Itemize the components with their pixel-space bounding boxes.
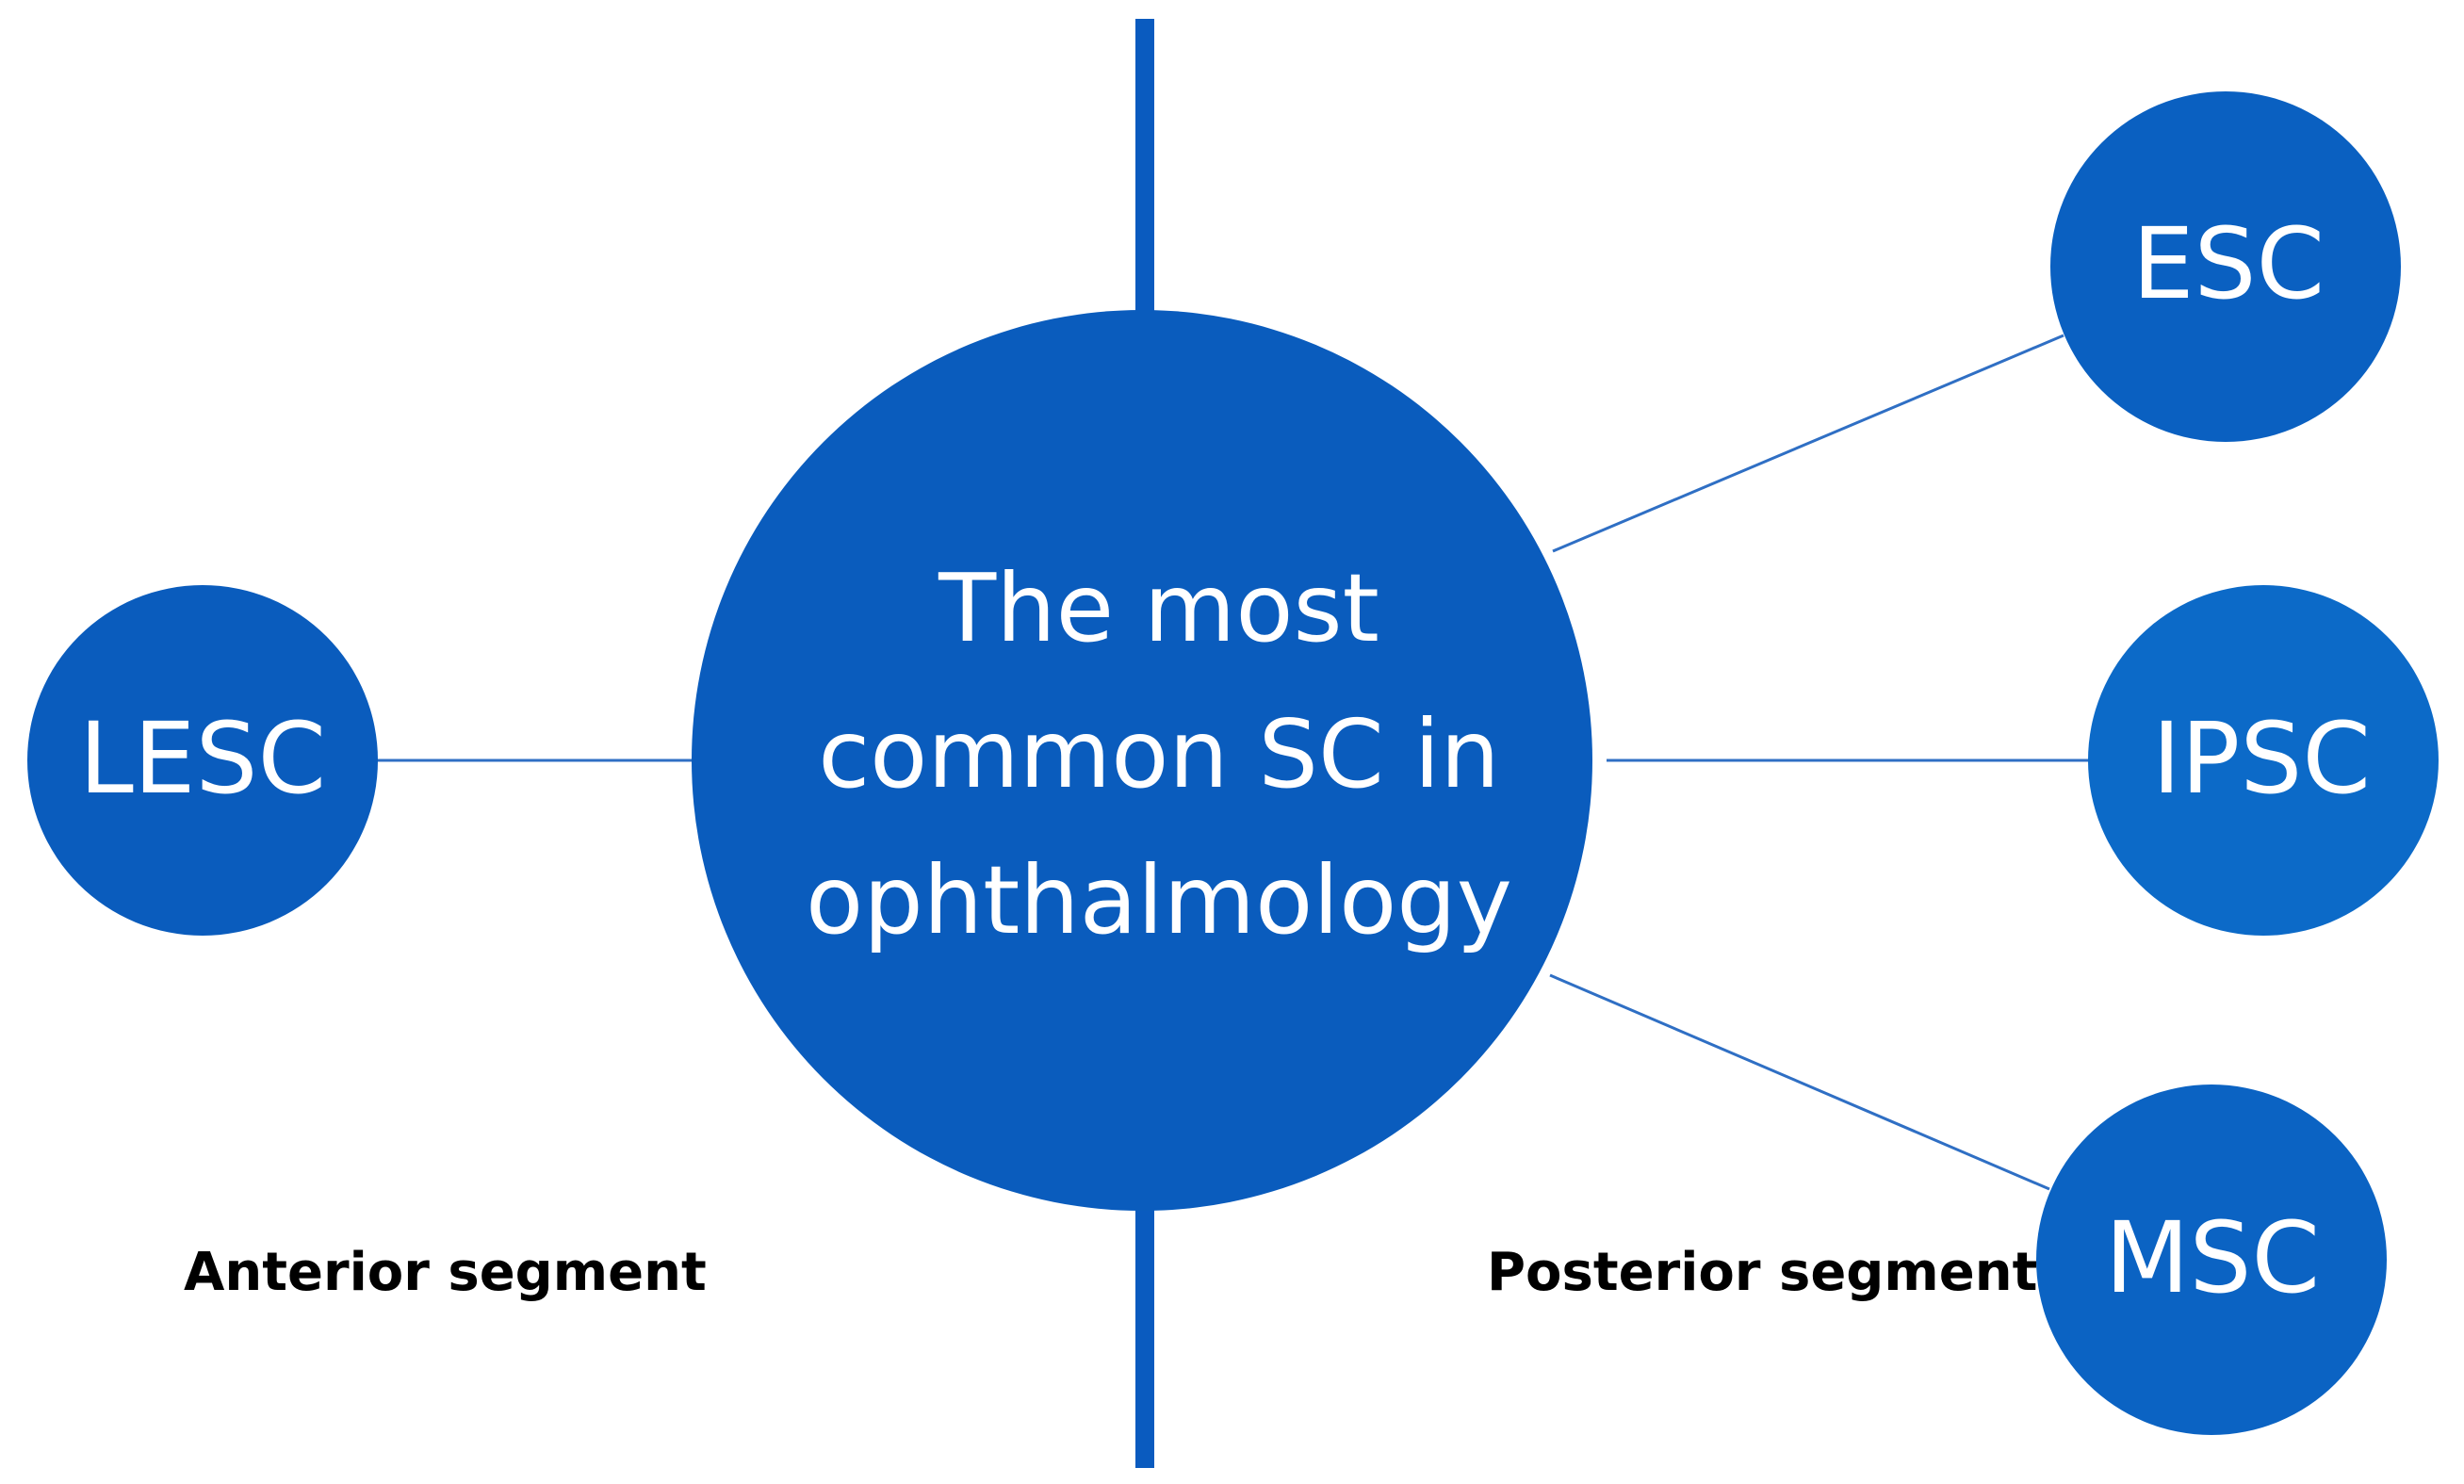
msc-node-label: MSC xyxy=(2104,1200,2321,1315)
lesc-node-label: LESC xyxy=(78,701,327,816)
esc-node-label: ESC xyxy=(2131,206,2325,321)
posterior-segment-label: Posterior segment xyxy=(1487,1241,2038,1303)
anterior-segment-label: Anterior segment xyxy=(184,1241,707,1303)
msc-node-circle xyxy=(2036,1084,2387,1435)
center-node-circle xyxy=(692,310,1592,1211)
divider-bottom xyxy=(1135,1187,1154,1468)
connector-esc xyxy=(1552,334,2064,553)
esc-node-circle xyxy=(2050,91,2401,442)
lesc-node-circle xyxy=(27,585,378,936)
center-node-label: The most common SC in ophthalmology xyxy=(806,552,1512,955)
connector-msc xyxy=(1549,973,2050,1191)
ipsc-node-label: IPSC xyxy=(2151,701,2372,816)
divider-top xyxy=(1135,19,1154,330)
ipsc-node-circle xyxy=(2088,585,2439,936)
